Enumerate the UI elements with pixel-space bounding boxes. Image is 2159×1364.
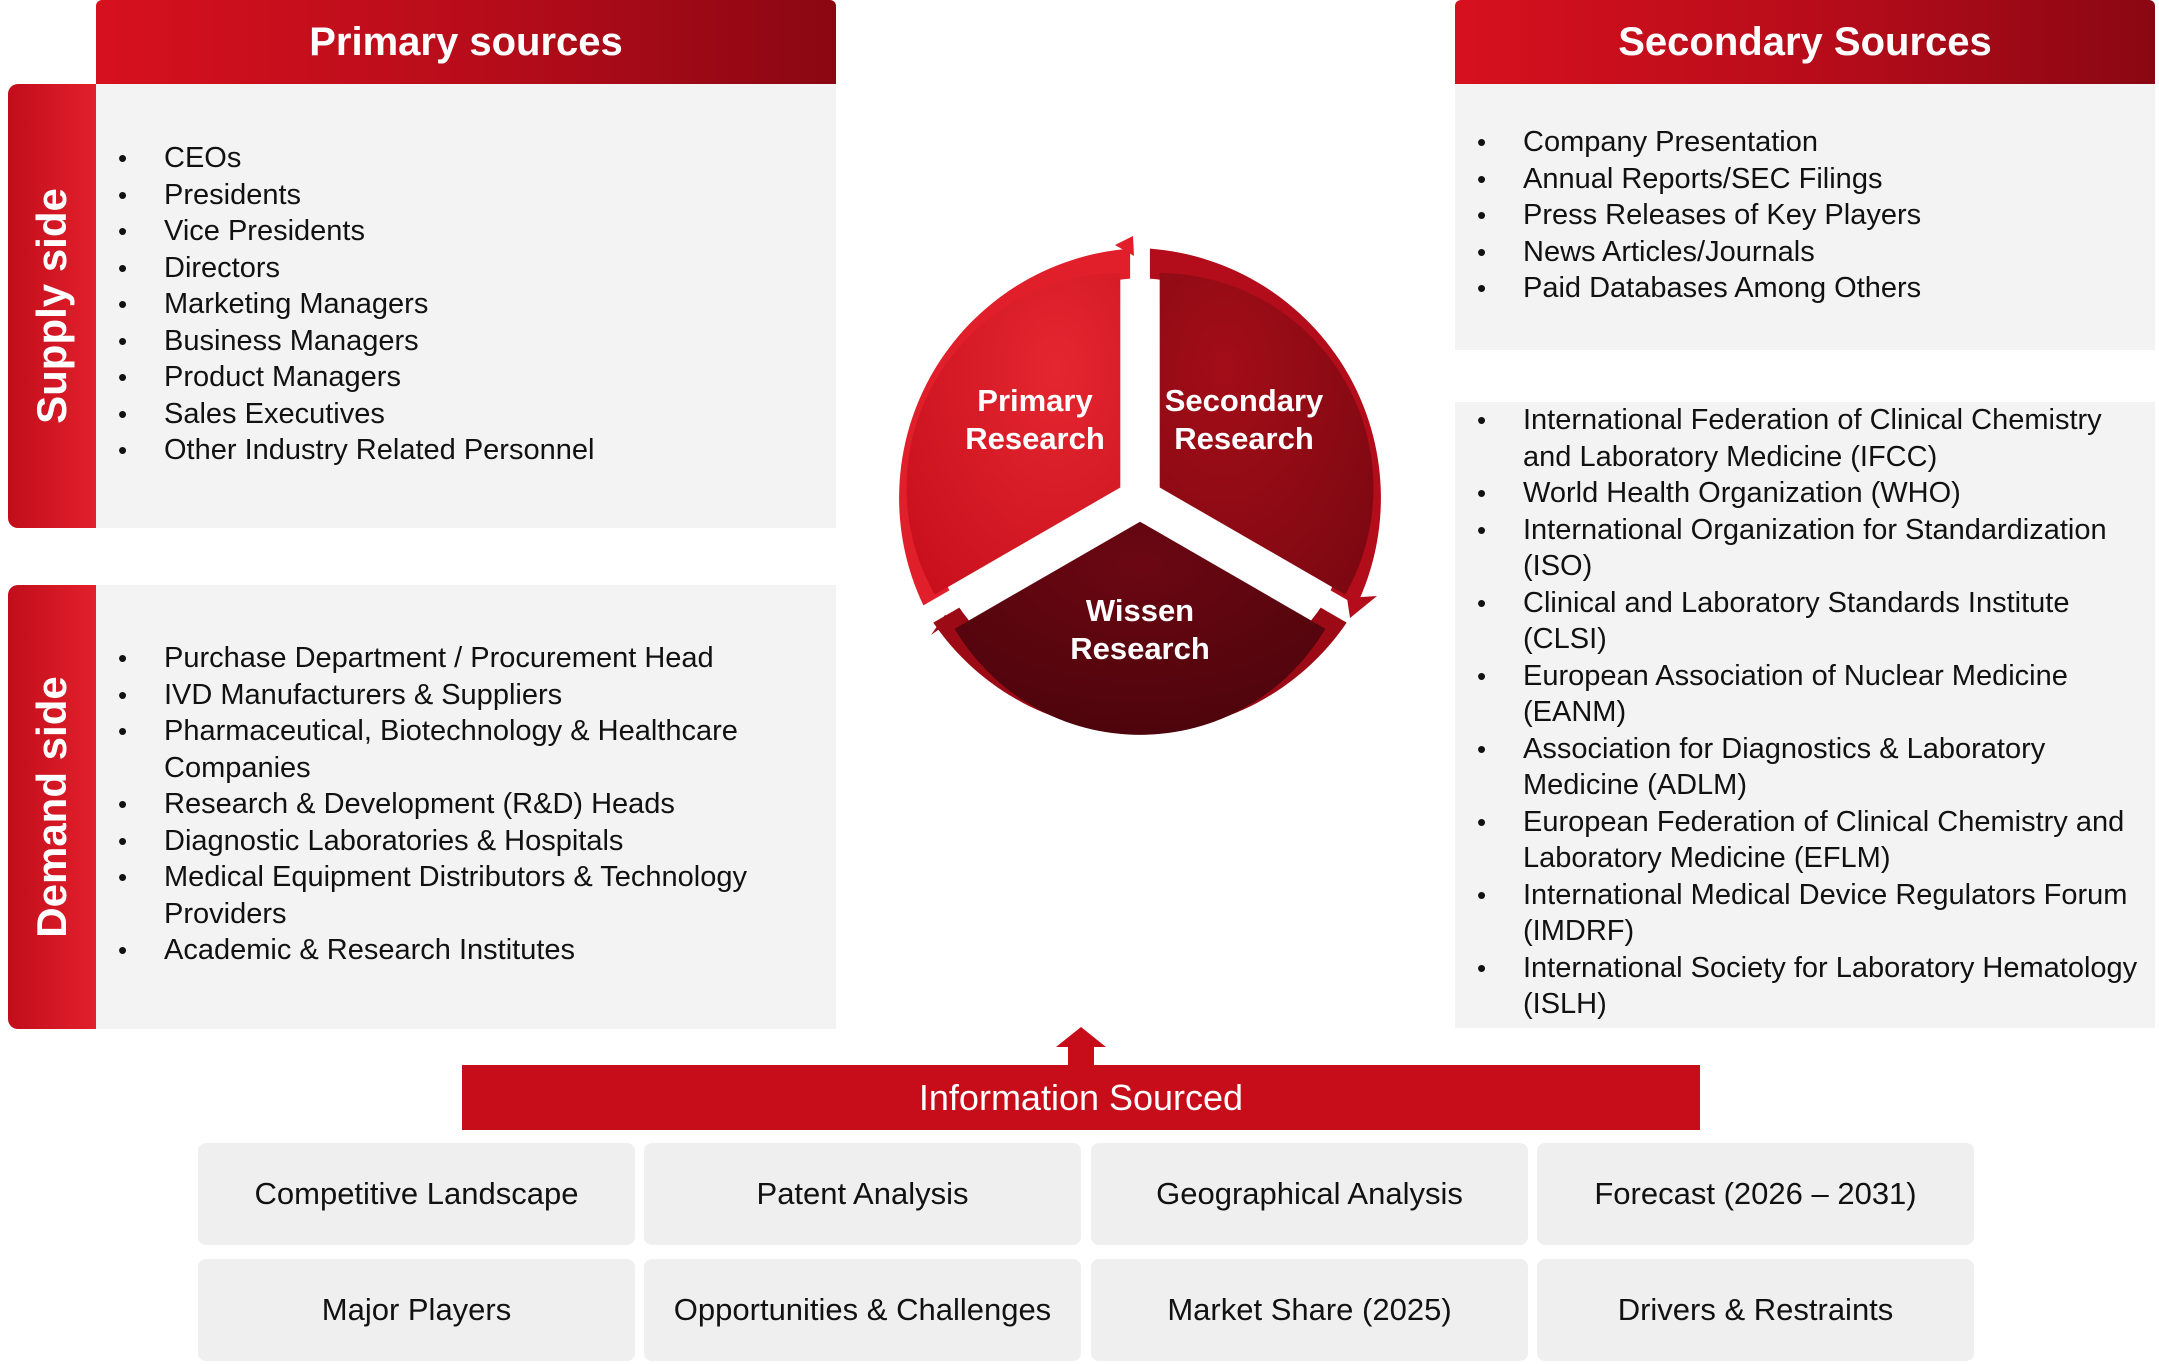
information-sourced-bar: Information Sourced [462,1065,1700,1130]
list-item: Paid Databases Among Others [1477,270,1921,307]
list-item: Press Releases of Key Players [1477,197,1921,234]
list-item: Purchase Department / Procurement Head [118,640,818,677]
list-item: Business Managers [118,323,594,360]
info-tile: Market Share (2025) [1091,1259,1528,1361]
secondary-sources-panel: Company Presentation Annual Reports/SEC … [1455,84,2155,350]
list-item: Annual Reports/SEC Filings [1477,161,1921,198]
list-item: Directors [118,250,594,287]
info-tile: Geographical Analysis [1091,1143,1528,1245]
list-item: Marketing Managers [118,286,594,323]
organizations-list: International Federation of Clinical Che… [1477,402,2147,1023]
primary-sources-header: Primary sources [96,0,836,84]
list-item: Diagnostic Laboratories & Hospitals [118,823,818,860]
secondary-research-sector [1159,273,1374,595]
list-item: Sales Executives [118,396,594,433]
list-item: Academic & Research Institutes [118,932,818,969]
list-item: Research & Development (R&D) Heads [118,786,818,823]
list-item: Vice Presidents [118,213,594,250]
demand-side-label: Demand side [8,585,96,1029]
info-tile: Competitive Landscape [198,1143,635,1245]
supply-side-list: CEOs Presidents Vice Presidents Director… [118,140,594,469]
info-tile: Patent Analysis [644,1143,1081,1245]
secondary-research-label-2: Research [1174,421,1314,456]
supply-side-panel: CEOs Presidents Vice Presidents Director… [96,84,836,528]
organizations-panel: International Federation of Clinical Che… [1455,402,2155,1028]
wissen-research-sector [954,521,1326,735]
list-item: Clinical and Laboratory Standards Instit… [1477,585,2147,658]
info-tile: Forecast (2026 – 2031) [1537,1143,1974,1245]
list-item: Product Managers [118,359,594,396]
list-item: World Health Organization (WHO) [1477,475,2147,512]
list-item: International Organization for Standardi… [1477,512,2147,585]
list-item: Company Presentation [1477,124,1921,161]
list-item: Association for Diagnostics & Laboratory… [1477,731,2123,804]
supply-side-label: Supply side [8,84,96,528]
up-arrow-icon [1056,1027,1106,1067]
primary-research-label-1: Primary [977,383,1093,418]
list-item: CEOs [118,140,594,177]
primary-research-sector [906,273,1121,595]
list-item: Other Industry Related Personnel [118,432,594,469]
list-item: European Association of Nuclear Medicine… [1477,658,2147,731]
list-item: Presidents [118,177,594,214]
information-sourced-title: Information Sourced [918,1076,1244,1118]
cycle-arrow-right [1347,596,1377,618]
secondary-sources-list: Company Presentation Annual Reports/SEC … [1477,124,1921,307]
supply-side-text: Supply side [28,188,75,424]
list-item: International Medical Device Regulators … [1477,877,2147,950]
primary-research-label-2: Research [965,421,1105,456]
demand-side-text: Demand side [28,676,75,938]
wissen-research-label-2: Research [1070,631,1210,666]
demand-side-panel: Purchase Department / Procurement Head I… [96,585,836,1029]
list-item: IVD Manufacturers & Suppliers [118,677,818,714]
list-item: European Federation of Clinical Chemistr… [1477,804,2147,877]
info-tile: Drivers & Restraints [1537,1259,1974,1361]
wissen-research-label-1: Wissen [1086,593,1194,628]
primary-sources-title: Primary sources [309,19,623,64]
list-item: Pharmaceutical, Biotechnology & Healthca… [118,713,794,786]
secondary-sources-title: Secondary Sources [1618,19,1992,64]
cycle-arrow-top [1115,236,1134,256]
list-item: International Federation of Clinical Che… [1477,402,2147,475]
list-item: Medical Equipment Distributors & Technol… [118,859,804,932]
info-tile: Major Players [198,1259,635,1361]
secondary-research-label-1: Secondary [1165,383,1324,418]
research-cycle-diagram: Primary Research Secondary Research Wiss… [899,236,1381,735]
list-item: International Society for Laboratory Hem… [1477,950,2147,1023]
cycle-arrow-left [931,615,955,635]
list-item: News Articles/Journals [1477,234,1921,271]
demand-side-list: Purchase Department / Procurement Head I… [118,640,818,969]
info-tile: Opportunities & Challenges [644,1259,1081,1361]
secondary-sources-header: Secondary Sources [1455,0,2155,84]
